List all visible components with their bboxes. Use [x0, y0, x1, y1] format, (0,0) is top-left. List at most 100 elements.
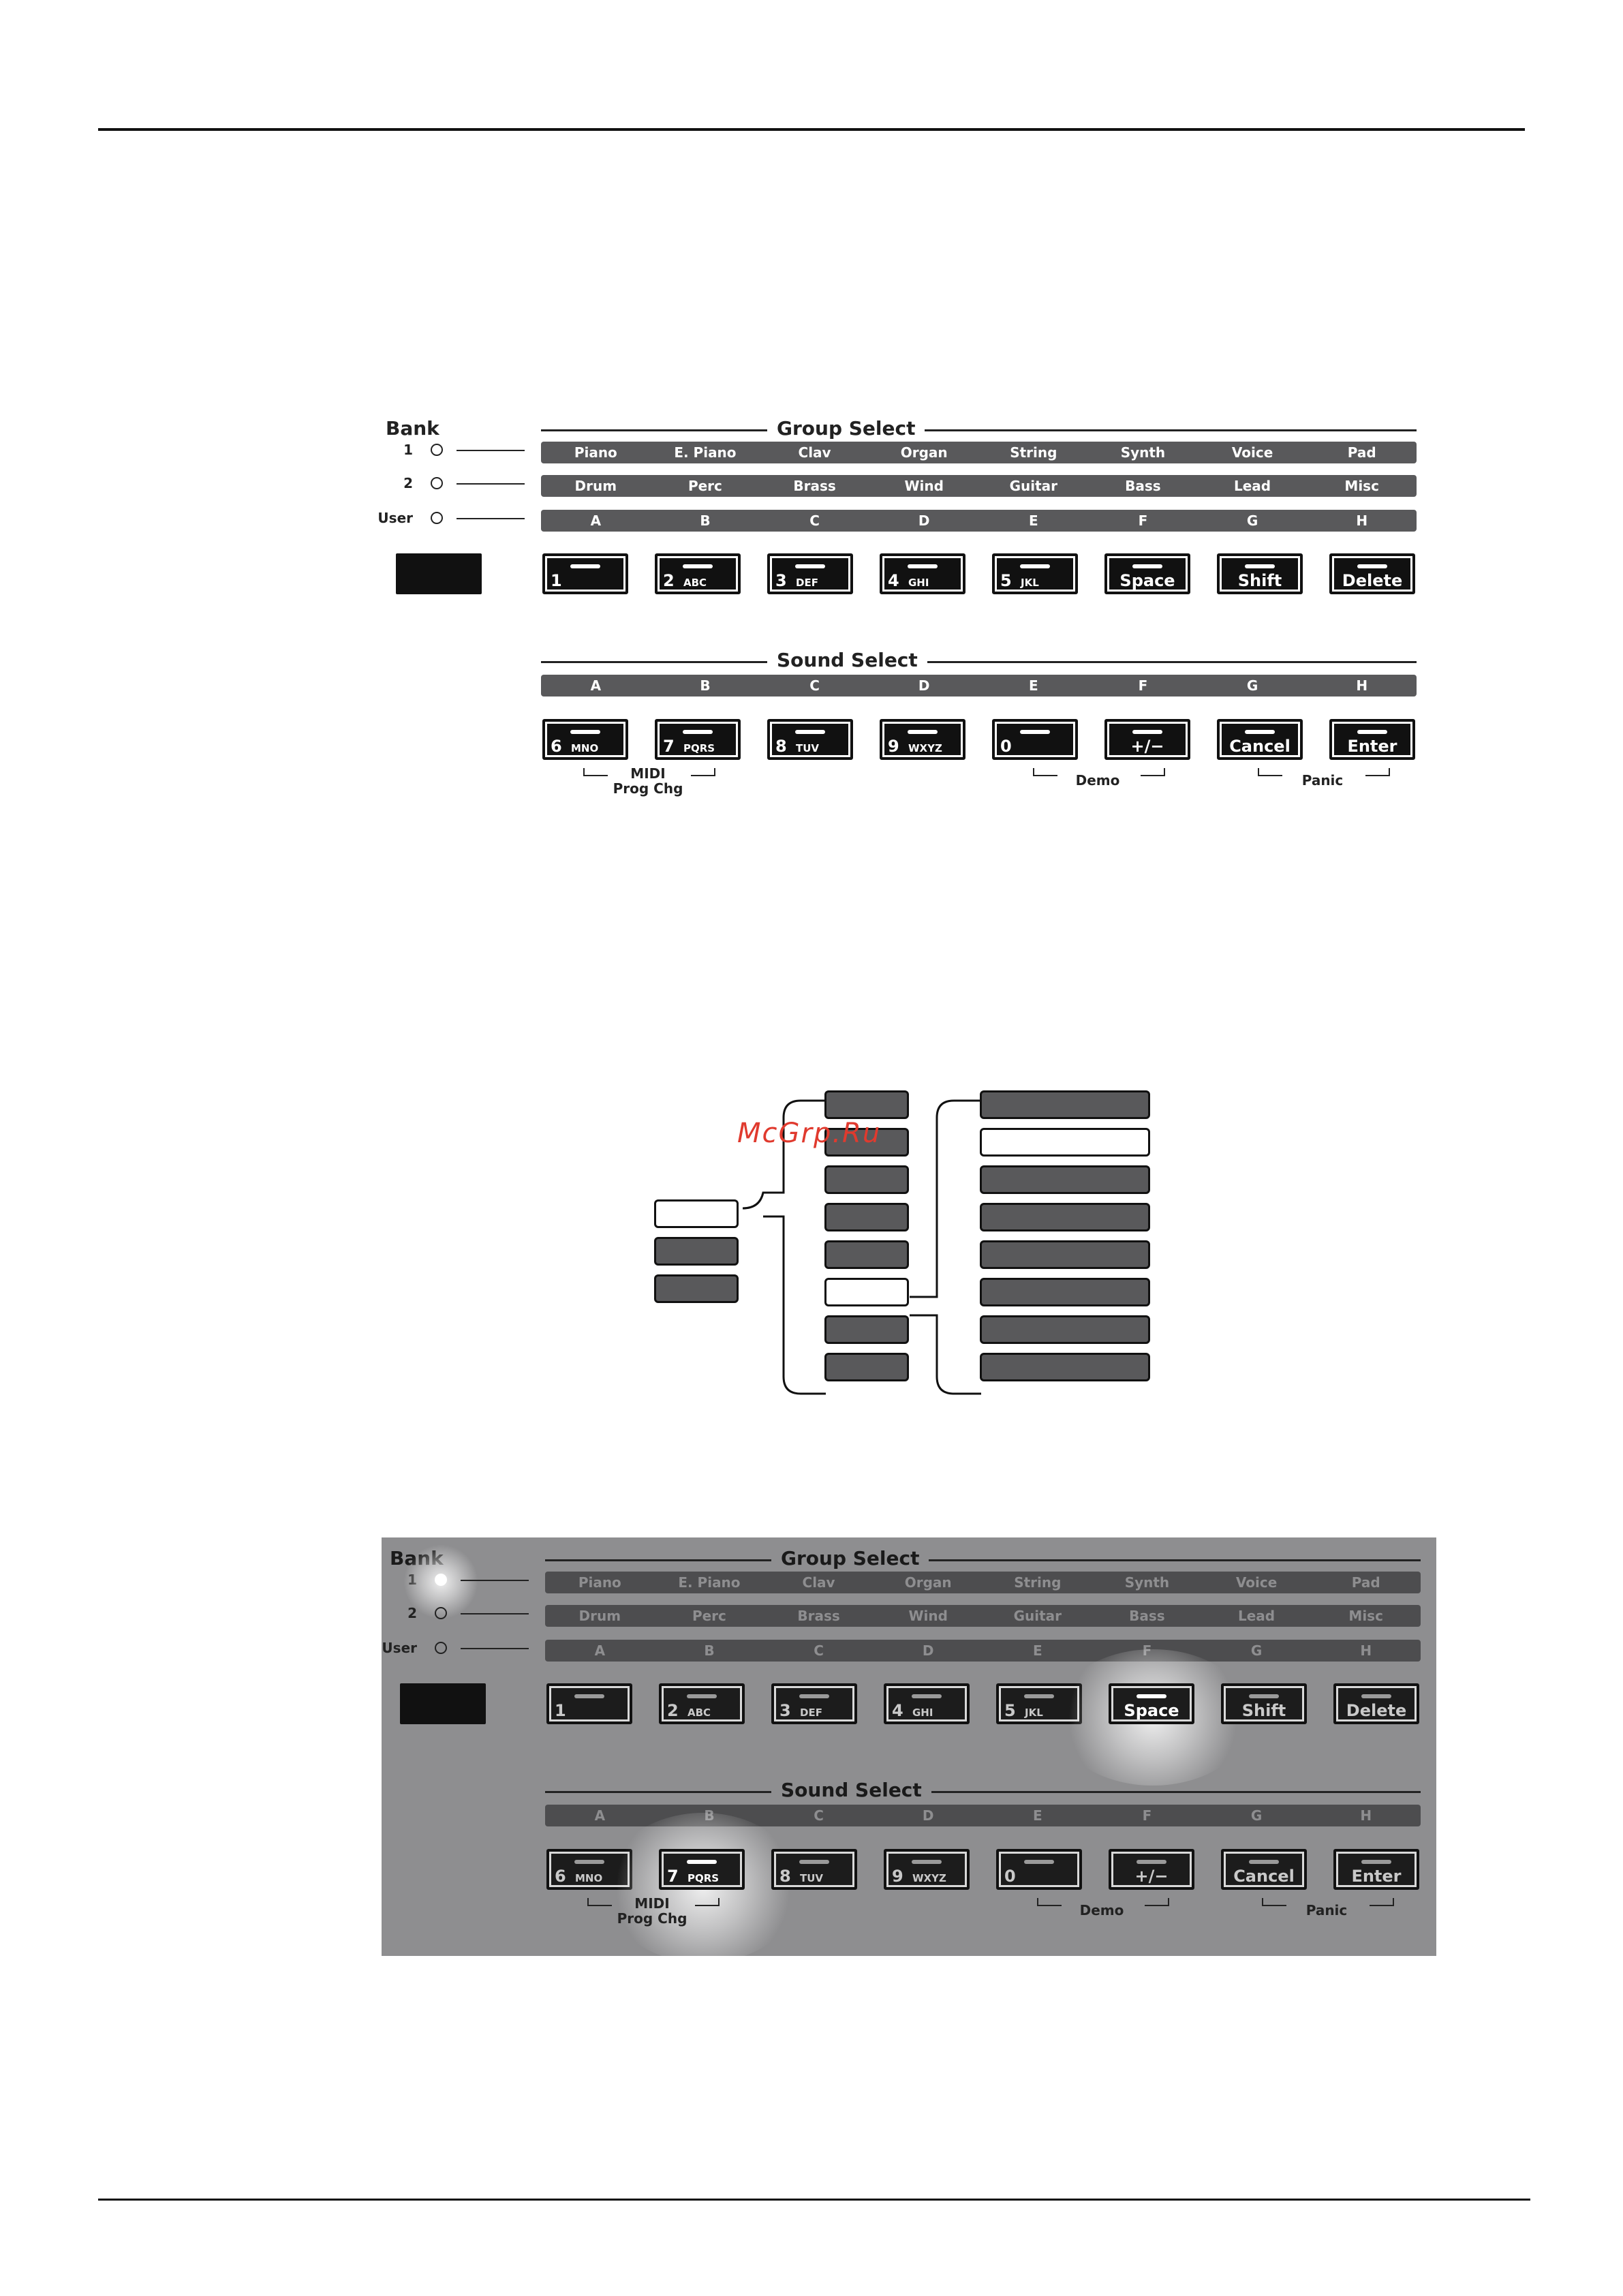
sound-button-0[interactable]: 0: [992, 719, 1078, 760]
button-letters: TUV: [796, 742, 820, 754]
sound-button-cancel[interactable]: Cancel: [1217, 719, 1303, 760]
bank-connector-line: [461, 1648, 529, 1649]
group-button-space[interactable]: Space: [1104, 553, 1190, 594]
button-led-bar: [1361, 1694, 1391, 1698]
diagram-connectors: [742, 1099, 981, 1395]
button-label: Space: [1124, 1701, 1179, 1720]
button-number: 0: [1004, 1867, 1016, 1886]
diagram-group-box: [824, 1278, 909, 1306]
sound-label: F: [1142, 1807, 1152, 1824]
sound-button-enter[interactable]: Enter: [1329, 719, 1415, 760]
demo-bracket-right: [1145, 1898, 1169, 1906]
sound-label: B: [700, 677, 711, 694]
group-button-1[interactable]: 1: [546, 1683, 632, 1724]
button-number: 7: [667, 1867, 679, 1886]
button-number: 0: [1000, 737, 1012, 756]
bank-button[interactable]: [396, 553, 482, 594]
sound-label: G: [1250, 1807, 1263, 1824]
button-led-bar: [570, 730, 600, 734]
sound-button-enter[interactable]: Enter: [1333, 1849, 1419, 1890]
button-number: 1: [551, 571, 562, 590]
sound-label: A: [590, 677, 602, 694]
group-label: Guitar: [1009, 478, 1058, 494]
button-label: Space: [1119, 571, 1175, 590]
button-led-bar: [908, 564, 938, 568]
group-label: G: [1246, 512, 1258, 529]
button-letters: ABC: [687, 1706, 711, 1719]
bank-led-2[interactable]: [431, 477, 443, 489]
button-label: Cancel: [1229, 737, 1290, 756]
group-button-delete[interactable]: Delete: [1329, 553, 1415, 594]
sound-select-line: [541, 661, 1417, 663]
group-button-shift[interactable]: Shift: [1221, 1683, 1307, 1724]
diagram-bank-box: [654, 1274, 739, 1303]
button-label: Shift: [1237, 571, 1282, 590]
sound-button-cancel[interactable]: Cancel: [1221, 1849, 1307, 1890]
bank-row-label-user: User: [382, 1640, 417, 1656]
midi-bracket-left: [587, 1898, 612, 1906]
group-label: A: [590, 512, 602, 529]
sound-button-plus-minus[interactable]: +/−: [1104, 719, 1190, 760]
button-letters: PQRS: [683, 742, 715, 754]
button-number: 8: [775, 737, 787, 756]
diagram-group-box: [824, 1128, 909, 1157]
bank-led-1[interactable]: [431, 444, 443, 456]
diagram-group-box: [824, 1315, 909, 1344]
button-letters: MNO: [571, 742, 599, 754]
demo-label: Demo: [1075, 772, 1120, 789]
sound-label: F: [1138, 677, 1148, 694]
group-button-shift[interactable]: Shift: [1217, 553, 1303, 594]
sound-button-0[interactable]: 0: [996, 1849, 1082, 1890]
sound-select-title: Sound Select: [771, 1779, 931, 1801]
button-number: 1: [555, 1701, 566, 1720]
group-label: Brass: [793, 478, 836, 494]
group-label: B: [704, 1642, 715, 1659]
button-led-bar: [574, 1694, 604, 1698]
bank-title: Bank: [386, 417, 439, 440]
group-label: E: [1032, 1642, 1042, 1659]
button-number: 5: [1004, 1701, 1016, 1720]
group-label: Misc: [1348, 1608, 1383, 1624]
group-label: Pad: [1351, 1574, 1380, 1591]
button-led-bar: [1357, 564, 1387, 568]
bank-connector-line: [457, 518, 525, 519]
button-led-bar: [795, 564, 825, 568]
group-button-1[interactable]: 1: [542, 553, 628, 594]
button-number: 4: [892, 1701, 903, 1720]
group-button-delete[interactable]: Delete: [1333, 1683, 1419, 1724]
sound-select-line: [545, 1791, 1421, 1793]
sound-button-plus-minus[interactable]: +/−: [1109, 1849, 1194, 1890]
diagram-group-box: [824, 1090, 909, 1119]
bank-led-user[interactable]: [435, 1642, 447, 1654]
bank-row-label-1: 1: [403, 442, 413, 458]
button-led-bar: [1357, 730, 1387, 734]
bank-led-user[interactable]: [431, 512, 443, 524]
sound-button-8[interactable]: 8 TUV: [767, 719, 853, 760]
button-label: Shift: [1241, 1701, 1286, 1720]
button-letters: WXYZ: [908, 742, 942, 754]
group-label: Perc: [692, 1608, 726, 1624]
bank-button[interactable]: [400, 1683, 486, 1724]
diagram-sound-box: [980, 1278, 1150, 1306]
button-number: 8: [779, 1867, 791, 1886]
bank-led-2[interactable]: [435, 1607, 447, 1619]
button-number: 3: [775, 571, 787, 590]
group-label: Organ: [900, 444, 948, 461]
button-number: 6: [555, 1867, 566, 1886]
group-button-space[interactable]: Space: [1109, 1683, 1194, 1724]
